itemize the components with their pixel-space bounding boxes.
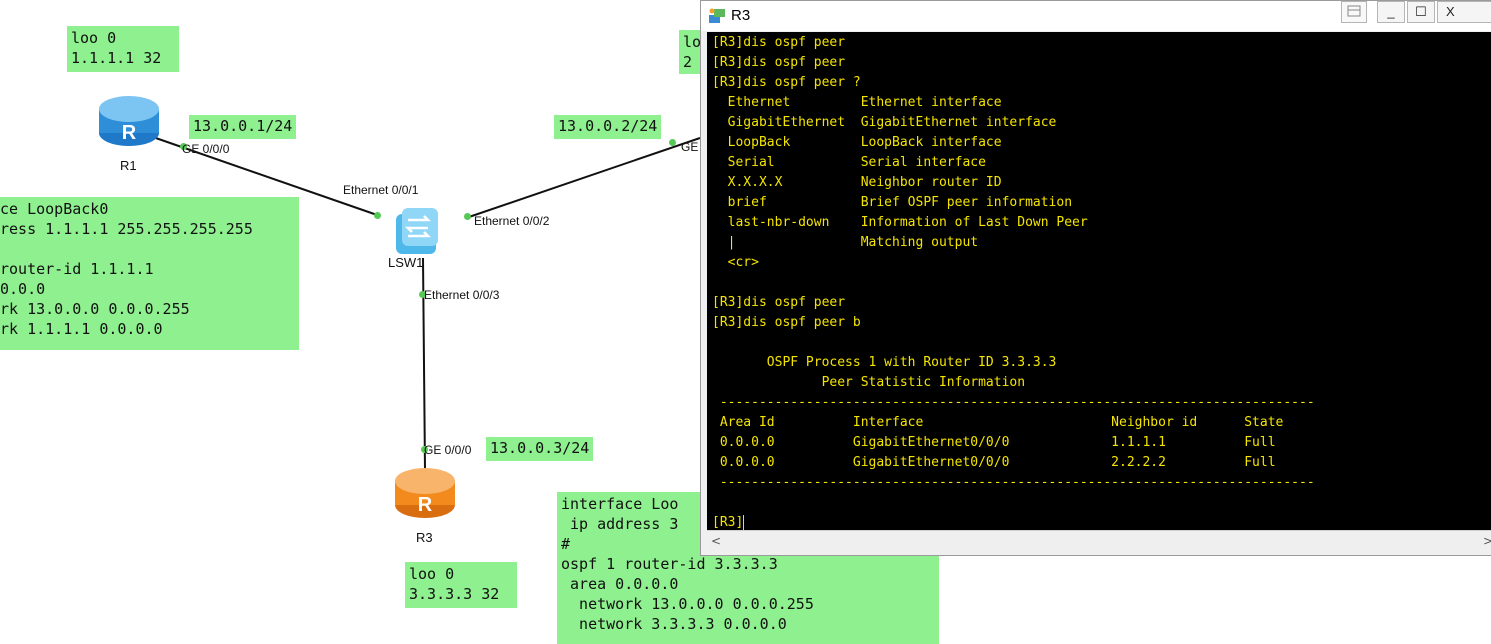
terminal-line: [R3]dis ospf peer b: [712, 315, 861, 330]
router-r3-icon[interactable]: R: [394, 465, 456, 521]
port-dot-sw3: [419, 291, 426, 298]
router-r1-label: R1: [120, 158, 137, 173]
port-dot-r3: [421, 446, 428, 453]
terminal-line: Serial Serial interface: [712, 155, 986, 170]
ip-label-r1[interactable]: 13.0.0.1/24: [189, 115, 297, 139]
terminal-titlebar[interactable]: R3 _ ☐ X: [701, 1, 1491, 31]
terminal-line: brief Brief OSPF peer information: [712, 195, 1073, 210]
iface-r1-ge000: GE 0/0/0: [182, 142, 230, 156]
text-cursor: [743, 515, 745, 530]
ip-label-r3[interactable]: 13.0.0.3/24: [486, 437, 594, 461]
link-r1-lsw1[interactable]: [149, 135, 381, 217]
terminal-line: ----------------------------------------…: [712, 475, 1315, 490]
router-r1-icon[interactable]: R: [98, 93, 160, 149]
ip-label-r2[interactable]: 13.0.0.2/24: [554, 115, 662, 139]
maximize-button[interactable]: ☐: [1407, 1, 1435, 23]
terminal-line: LoopBack LoopBack interface: [712, 135, 1002, 150]
switch-lsw1-label: LSW1: [388, 255, 424, 270]
port-dot-sw2: [464, 213, 471, 220]
terminal-line: OSPF Process 1 with Router ID 3.3.3.3: [712, 355, 1057, 370]
note-r3-loopback[interactable]: loo 0 3.3.3.3 32: [405, 562, 517, 608]
terminal-window-r3[interactable]: R3 _ ☐ X [R3]dis ospf peer[R3]dis ospf p…: [700, 0, 1491, 556]
close-button[interactable]: X: [1437, 1, 1491, 23]
svg-text:R: R: [418, 494, 433, 516]
layout-icon: [1347, 5, 1361, 17]
terminal-line: Area Id Interface Neighbor id State: [712, 415, 1284, 430]
terminal-line: ----------------------------------------…: [712, 395, 1315, 410]
terminal-line: X.X.X.X Neighbor router ID: [712, 175, 1002, 190]
switch-lsw1-icon[interactable]: [392, 206, 442, 258]
iface-r3-ge000: GE 0/0/0: [424, 443, 472, 457]
terminal-line: [R3]: [712, 515, 744, 530]
note-r1-loopback[interactable]: loo 0 1.1.1.1 32: [67, 26, 179, 72]
terminal-line: | Matching output: [712, 235, 979, 250]
terminal-title: R3: [731, 7, 751, 24]
terminal-line: [R3]dis ospf peer ?: [712, 75, 861, 90]
scroll-right-icon[interactable]: >: [1482, 534, 1491, 548]
iface-sw-eth003: Ethernet 0/0/3: [424, 288, 500, 302]
router-r3-label: R3: [416, 530, 433, 545]
iface-sw-eth001: Ethernet 0/0/1: [343, 183, 419, 197]
restore-layout-button[interactable]: [1341, 1, 1367, 23]
terminal-line: Ethernet Ethernet interface: [712, 95, 1002, 110]
minimize-button[interactable]: _: [1377, 1, 1405, 23]
horizontal-scrollbar[interactable]: < >: [707, 530, 1491, 551]
terminal-line: Peer Statistic Information: [712, 375, 1026, 390]
iface-sw-eth002: Ethernet 0/0/2: [474, 214, 550, 228]
note-r2-loopback[interactable]: lo 2: [679, 30, 701, 74]
terminal-line: [R3]dis ospf peer: [712, 55, 846, 70]
terminal-line: GigabitEthernet GigabitEthernet interfac…: [712, 115, 1057, 130]
terminal-app-icon: [709, 8, 725, 23]
svg-text:R: R: [122, 122, 137, 144]
port-dot-r2: [669, 139, 676, 146]
terminal-line: last-nbr-down Information of Last Down P…: [712, 215, 1088, 230]
terminal-output[interactable]: [R3]dis ospf peer [R3]dis ospf peer [R3]di…: [707, 32, 1491, 530]
terminal-line: 0.0.0.0 GigabitEthernet0/0/0 2.2.2.2 Ful…: [712, 455, 1276, 470]
link-lsw1-r2[interactable]: [465, 137, 701, 219]
terminal-line: <cr>: [712, 255, 759, 270]
scroll-left-icon[interactable]: <: [710, 534, 722, 548]
iface-r2-ge: GE: [681, 140, 699, 154]
port-dot-sw1: [374, 212, 381, 219]
terminal-line: [R3]dis ospf peer: [712, 295, 846, 310]
note-r1-config[interactable]: ce LoopBack0 ress 1.1.1.1 255.255.255.25…: [0, 197, 299, 350]
port-dot-r1: [180, 143, 187, 150]
terminal-line: 0.0.0.0 GigabitEthernet0/0/0 1.1.1.1 Ful…: [712, 435, 1276, 450]
terminal-line: [R3]dis ospf peer: [712, 35, 846, 50]
